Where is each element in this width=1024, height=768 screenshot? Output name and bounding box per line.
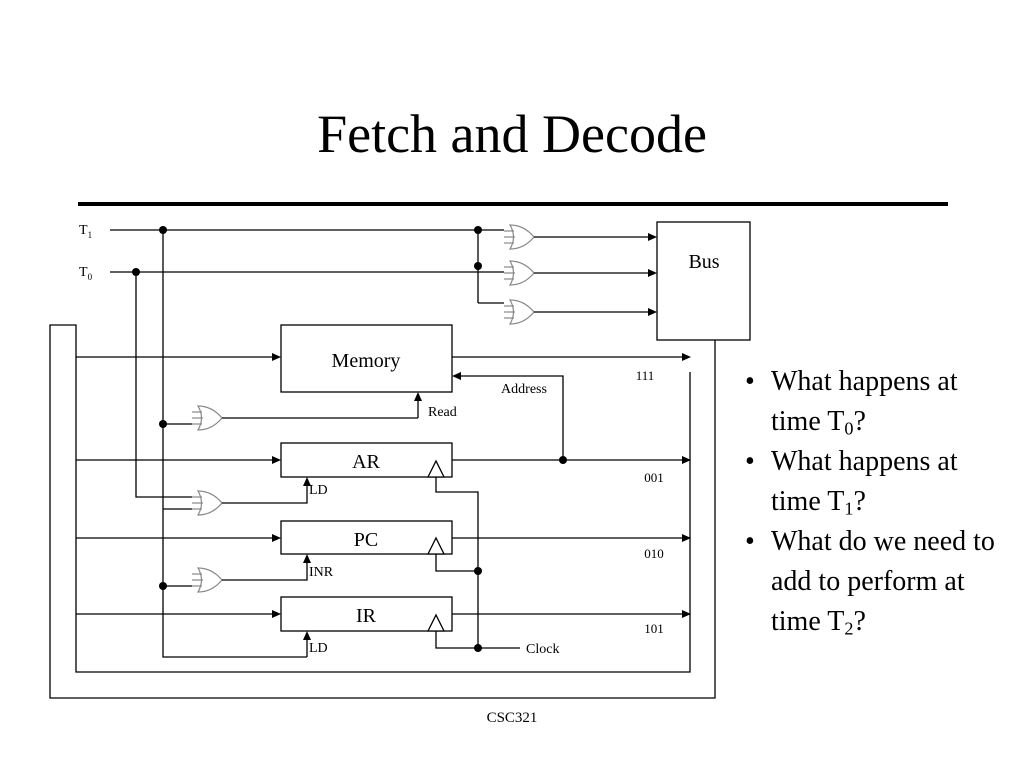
address-label: Address (501, 382, 547, 397)
bullet-item: •What do we need to add to perform at ti… (745, 526, 995, 639)
t0-junction-right (474, 262, 482, 270)
pc-label: PC (354, 529, 378, 551)
or-gate-bus-1 (503, 224, 535, 250)
ar-label: AR (352, 451, 380, 473)
clock-line (435, 477, 520, 649)
pc-register (280, 520, 453, 555)
pc-control: INR (309, 565, 334, 580)
read-label: Read (428, 405, 457, 420)
bullet-item: •What happens at time T0? (745, 366, 958, 439)
address-line (460, 375, 564, 460)
t1-label: T1 (79, 223, 92, 240)
or-gate-ar-ld (191, 490, 223, 516)
ir-label: IR (356, 605, 377, 627)
ar-control: LD (309, 483, 328, 498)
bullet-list: •What happens at time T0? •What happens … (745, 362, 1005, 642)
bus-feedback-loop (49, 324, 716, 699)
ir-register (280, 596, 453, 632)
bus-label: Bus (688, 251, 719, 273)
or-gate-bus-2 (503, 260, 535, 286)
t0-label: T0 (79, 265, 93, 282)
memory-box (280, 324, 453, 393)
ar-code: 001 (644, 470, 664, 485)
bus-box (656, 221, 751, 341)
or-gate-bus-3 (503, 299, 535, 325)
clock-label: Clock (526, 642, 559, 657)
ir-control: LD (309, 641, 328, 656)
t1-junction-right (474, 226, 482, 234)
or-gate-pc-inr (191, 567, 223, 593)
memory-code: 111 (636, 368, 655, 383)
memory-label: Memory (332, 350, 401, 372)
title-rule (78, 202, 948, 206)
footer-label: CSC321 (486, 710, 538, 726)
pc-code: 010 (644, 546, 664, 561)
bullet-item: •What happens at time T1? (745, 446, 958, 519)
or-gate-read (191, 405, 223, 431)
slide-title: Fetch and Decode (317, 104, 707, 164)
ir-code: 101 (644, 621, 664, 636)
